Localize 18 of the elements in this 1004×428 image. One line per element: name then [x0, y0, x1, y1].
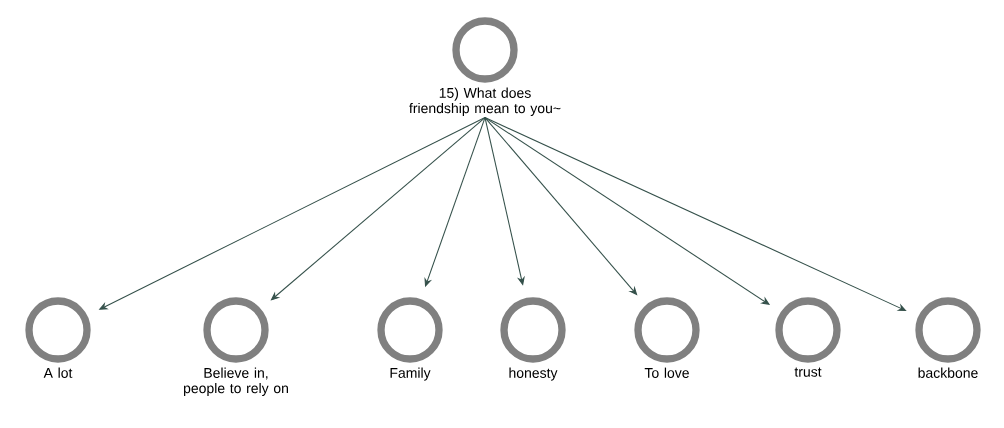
circle-node: 15) What does friendship mean to you~	[409, 17, 561, 116]
circle-node: honesty	[500, 297, 566, 381]
node-label: 15) What does friendship mean to you~	[409, 87, 561, 116]
circle-node: Believe in, people to rely on	[184, 297, 288, 396]
arrow	[484, 117, 907, 312]
arrow	[484, 117, 638, 296]
circle-node: trust	[775, 297, 841, 377]
circle-node: To love	[634, 297, 700, 378]
node-label: honesty	[509, 367, 558, 381]
circle-node: backbone	[915, 297, 981, 378]
circle-node: A lot	[25, 297, 91, 378]
node-label: Family	[390, 367, 431, 381]
node-label: Believe in, people to rely on	[183, 367, 288, 396]
node-label: trust	[794, 367, 822, 377]
node-label: To love	[644, 367, 689, 378]
circle-node: Family	[377, 297, 443, 381]
node-label: A lot	[43, 367, 73, 378]
node-label: backbone	[918, 367, 978, 378]
